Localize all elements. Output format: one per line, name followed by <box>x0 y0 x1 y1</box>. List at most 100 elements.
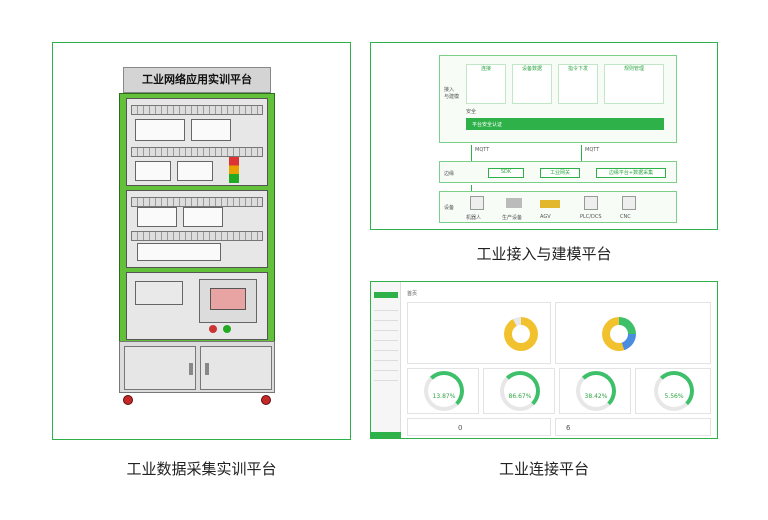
robot-icon <box>470 196 484 210</box>
stat-panel: 0 <box>407 418 551 436</box>
controller-module <box>135 281 183 305</box>
plc-module <box>135 161 171 181</box>
switch-module <box>137 243 221 261</box>
cabinet-frame <box>119 93 275 393</box>
hmi-frame <box>199 279 257 323</box>
gauge-value: 5.56% <box>664 393 684 400</box>
cabinet-panel-upper <box>126 98 268 186</box>
sidebar-item <box>374 326 398 331</box>
protocol-label: MQTT <box>475 147 490 153</box>
device-label: CNC <box>620 214 631 220</box>
arrow-connector <box>471 185 472 191</box>
sidebar-item <box>374 366 398 371</box>
gauge-ring <box>654 371 694 411</box>
column-box: 设备数据 <box>512 64 552 104</box>
arrow-connector <box>471 145 472 161</box>
cabinet-panel-middle <box>126 190 268 268</box>
gauge-value: 13.87% <box>432 393 456 400</box>
column-box: 连接 <box>466 64 506 104</box>
cnc-icon <box>622 196 636 210</box>
gauge-ring <box>576 371 616 411</box>
gauge-ring <box>424 371 464 411</box>
gauge-panel: 13.87% <box>407 368 479 414</box>
layer-label: 接入 与建模 <box>444 87 460 100</box>
device-label: 机器人 <box>466 215 482 221</box>
sidebar-item <box>374 376 398 381</box>
cabinet-panel-lower <box>126 272 268 340</box>
sidebar-item <box>374 292 398 298</box>
cabinet-caption: 工业数据采集实训平台 <box>126 460 277 478</box>
layer-label: 设备 <box>444 205 455 211</box>
din-rail <box>131 147 263 157</box>
architecture-image-card: 连接 设备数据 指令下发 规则管理 接入 与建模 安全 平台安全认证 MQTT … <box>370 42 718 230</box>
plc-icon <box>584 196 598 210</box>
edge-chip: 工业网关 <box>540 168 580 178</box>
cabinet-image-card: 工业网络应用实训平台 <box>52 42 351 440</box>
donut-chart <box>602 317 636 351</box>
gauge-panel: 5.56% <box>635 368 711 414</box>
gauge-value: 38.42% <box>584 393 608 400</box>
stop-button-icon <box>209 325 217 333</box>
agv-icon <box>540 200 560 208</box>
dashboard-image-card: 首页 13.87% 86.67% 38.42% 5.56% 0 6 <box>370 281 718 439</box>
io-module <box>135 119 185 141</box>
caster-wheel-icon <box>123 395 133 405</box>
plc-module <box>177 161 213 181</box>
device-label: PLC/DCS <box>580 214 602 220</box>
edge-layer: 边缘 SDK 工业网关 边缘平台+数据采集 <box>439 161 677 183</box>
protocol-label: MQTT <box>585 147 600 153</box>
sidebar-item <box>374 356 398 361</box>
stat-number: 0 <box>458 424 463 432</box>
donut-hole <box>610 325 628 343</box>
caster-wheel-icon <box>261 395 271 405</box>
din-rail <box>131 197 263 207</box>
stat-number: 6 <box>566 424 571 432</box>
device-label: 生产设备 <box>502 215 523 221</box>
cabinet-door-right <box>200 346 272 390</box>
column-box: 指令下发 <box>558 64 598 104</box>
sidebar-item <box>374 336 398 341</box>
start-button-icon <box>223 325 231 333</box>
machine-icon <box>506 198 522 208</box>
donut-hole <box>512 325 530 343</box>
platform-label: 平台安全认证 <box>472 122 503 128</box>
sidebar-item <box>374 346 398 351</box>
dashboard-sidebar <box>371 282 401 438</box>
edge-chip: SDK <box>488 168 524 178</box>
sidebar-footer-bar <box>371 432 401 438</box>
donut-panel <box>555 302 711 364</box>
dashboard-caption: 工业连接平台 <box>498 460 589 478</box>
gauge-value: 86.67% <box>508 393 532 400</box>
platform-bar: 平台安全认证 <box>466 118 664 130</box>
cabinet-title-sign: 工业网络应用实训平台 <box>123 67 271 93</box>
din-rail <box>131 105 263 115</box>
din-rail <box>131 231 263 241</box>
column-title: 指令下发 <box>567 66 588 72</box>
column-title: 连接 <box>480 66 491 72</box>
edge-chip: 边缘平台+数据采集 <box>596 168 666 178</box>
cabinet-doors <box>119 341 275 393</box>
layer-label: 边缘 <box>444 171 455 177</box>
sidebar-item <box>374 316 398 321</box>
door-handle <box>205 363 209 375</box>
architecture-caption: 工业接入与建模平台 <box>476 245 612 263</box>
gauge-ring <box>500 371 540 411</box>
access-modeling-layer: 连接 设备数据 指令下发 规则管理 接入 与建模 安全 平台安全认证 <box>439 55 677 143</box>
sidebar-item <box>374 306 398 311</box>
stat-panel: 6 <box>555 418 711 436</box>
dashboard-title: 首页 <box>407 291 418 297</box>
cabinet-door-left <box>124 346 196 390</box>
safety-label: 安全 <box>466 109 477 115</box>
gateway-module <box>137 207 177 227</box>
hmi-screen <box>210 288 246 310</box>
column-title: 规则管理 <box>623 66 644 72</box>
column-title: 设备数据 <box>521 66 542 72</box>
arrow-connector <box>581 145 582 161</box>
io-module <box>191 119 231 141</box>
device-layer: 设备 机器人 生产设备 AGV PLC/DCS CNC <box>439 191 677 223</box>
column-box: 规则管理 <box>604 64 664 104</box>
door-handle <box>189 363 193 375</box>
gauge-panel: 38.42% <box>559 368 631 414</box>
gateway-module <box>183 207 223 227</box>
signal-tower <box>229 157 239 183</box>
